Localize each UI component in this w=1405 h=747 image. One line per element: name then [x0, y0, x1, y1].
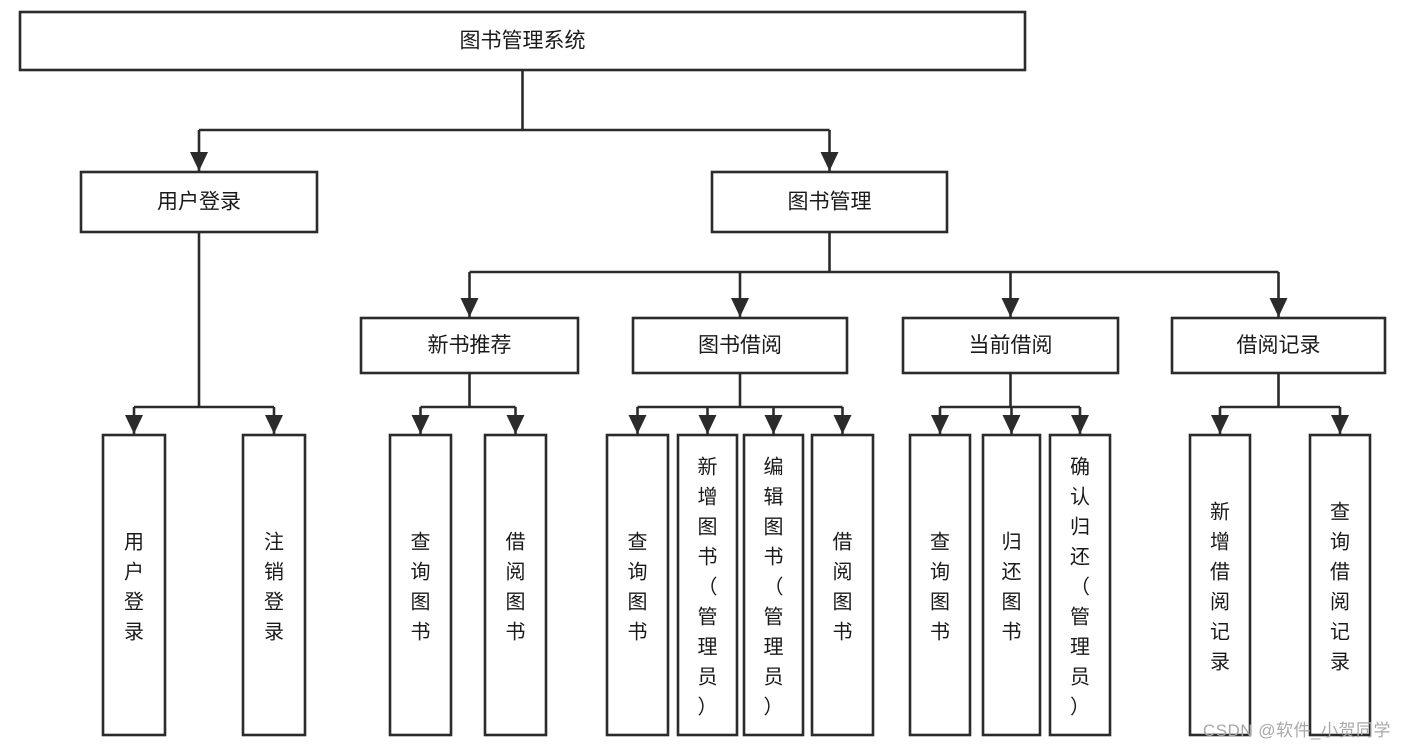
arrow-head — [265, 415, 283, 434]
node-query-book-1[interactable]: 查询图书 — [388, 433, 453, 737]
node-box — [388, 433, 453, 737]
node-label: 图书管理 — [788, 191, 872, 214]
node-label: 注销登录 — [264, 530, 284, 643]
node-add-borrow-record[interactable]: 新增借阅记录 — [1188, 433, 1252, 737]
node-label: 新书推荐 — [428, 334, 512, 357]
node-add-book-admin[interactable]: 新增图书（管理员） — [676, 433, 739, 737]
arrow-head — [698, 415, 717, 434]
arrow-head — [411, 415, 430, 434]
arrow-head — [931, 415, 949, 434]
node-borrow-record[interactable]: 借阅记录 — [1170, 316, 1387, 375]
node-label: 查询图书 — [411, 530, 431, 643]
node-box — [241, 433, 307, 737]
node-box — [79, 170, 319, 234]
node-confirm-return-admin[interactable]: 确认归还（管理员） — [1048, 433, 1112, 737]
arrow-head — [731, 298, 749, 317]
arrow-head — [833, 415, 852, 434]
node-box — [483, 433, 548, 737]
arrow-head — [1071, 415, 1089, 434]
node-query-borrow-record[interactable]: 查询借阅记录 — [1308, 433, 1372, 737]
node-label: 新增借阅记录 — [1210, 500, 1230, 673]
connectors-layer — [125, 70, 1349, 434]
node-box — [710, 170, 949, 234]
node-label: 查询借阅记录 — [1330, 500, 1350, 673]
node-label: 用户登录 — [157, 191, 241, 214]
arrow-head — [460, 298, 479, 317]
arrow-head — [628, 415, 647, 434]
node-label: 借阅图书 — [506, 530, 526, 643]
node-label: 归还图书 — [1002, 530, 1022, 643]
node-label: 当前借阅 — [969, 334, 1053, 357]
node-label: 用户登录 — [124, 531, 144, 643]
node-label: 确认归还（管理员） — [1070, 455, 1090, 718]
node-box — [908, 433, 972, 737]
node-borrow-book-1[interactable]: 借阅图书 — [483, 433, 548, 737]
arrow-head — [1331, 415, 1349, 434]
node-label: 查询图书 — [628, 530, 648, 643]
arrow-head — [1001, 298, 1020, 317]
node-user-logout-leaf[interactable]: 注销登录 — [241, 433, 307, 737]
node-label: 新增图书（管理员） — [698, 455, 718, 718]
node-user-login-leaf[interactable]: 用户登录 — [101, 433, 167, 737]
nodes-layer: 图书管理系统用户登录图书管理用户登录注销登录新书推荐查询图书借阅图书图书借阅查询… — [18, 10, 1387, 737]
node-box — [742, 433, 805, 737]
node-edit-book-admin[interactable]: 编辑图书（管理员） — [742, 433, 805, 737]
node-root[interactable]: 图书管理系统 — [18, 10, 1027, 72]
arrow-head — [1211, 415, 1229, 434]
node-box — [605, 433, 670, 737]
node-new-book-recommend[interactable]: 新书推荐 — [359, 316, 580, 375]
watermark-text: CSDN @软件_小贺同学 — [1202, 721, 1391, 740]
node-book-borrow[interactable]: 图书借阅 — [631, 316, 849, 375]
arrow-head — [1002, 415, 1021, 434]
node-current-borrow[interactable]: 当前借阅 — [901, 316, 1120, 375]
node-label: 查询图书 — [930, 530, 950, 643]
node-label: 编辑图书（管理员） — [764, 455, 784, 718]
node-borrow-book-2[interactable]: 借阅图书 — [810, 433, 875, 737]
node-label: 借阅图书 — [833, 530, 853, 643]
node-box — [901, 316, 1120, 375]
node-box — [1048, 433, 1112, 737]
node-return-book[interactable]: 归还图书 — [981, 433, 1042, 737]
node-box — [810, 433, 875, 737]
arrow-head — [1269, 298, 1288, 317]
arrow-head — [190, 152, 208, 171]
node-query-book-2[interactable]: 查询图书 — [605, 433, 670, 737]
node-box — [18, 10, 1027, 72]
node-box — [1170, 316, 1387, 375]
node-box — [101, 433, 167, 737]
node-query-book-3[interactable]: 查询图书 — [908, 433, 972, 737]
arrow-head — [764, 415, 783, 434]
node-box — [631, 316, 849, 375]
node-box — [1308, 433, 1372, 737]
node-box — [1188, 433, 1252, 737]
node-book-manage[interactable]: 图书管理 — [710, 170, 949, 234]
node-label: 图书借阅 — [698, 334, 782, 357]
arrow-head — [506, 415, 525, 434]
node-user-login[interactable]: 用户登录 — [79, 170, 319, 234]
arrow-head — [125, 415, 143, 434]
node-box — [359, 316, 580, 375]
node-box — [981, 433, 1042, 737]
node-label: 借阅记录 — [1237, 334, 1321, 357]
arrow-head — [820, 152, 839, 171]
node-box — [676, 433, 739, 737]
node-label: 图书管理系统 — [460, 30, 586, 53]
